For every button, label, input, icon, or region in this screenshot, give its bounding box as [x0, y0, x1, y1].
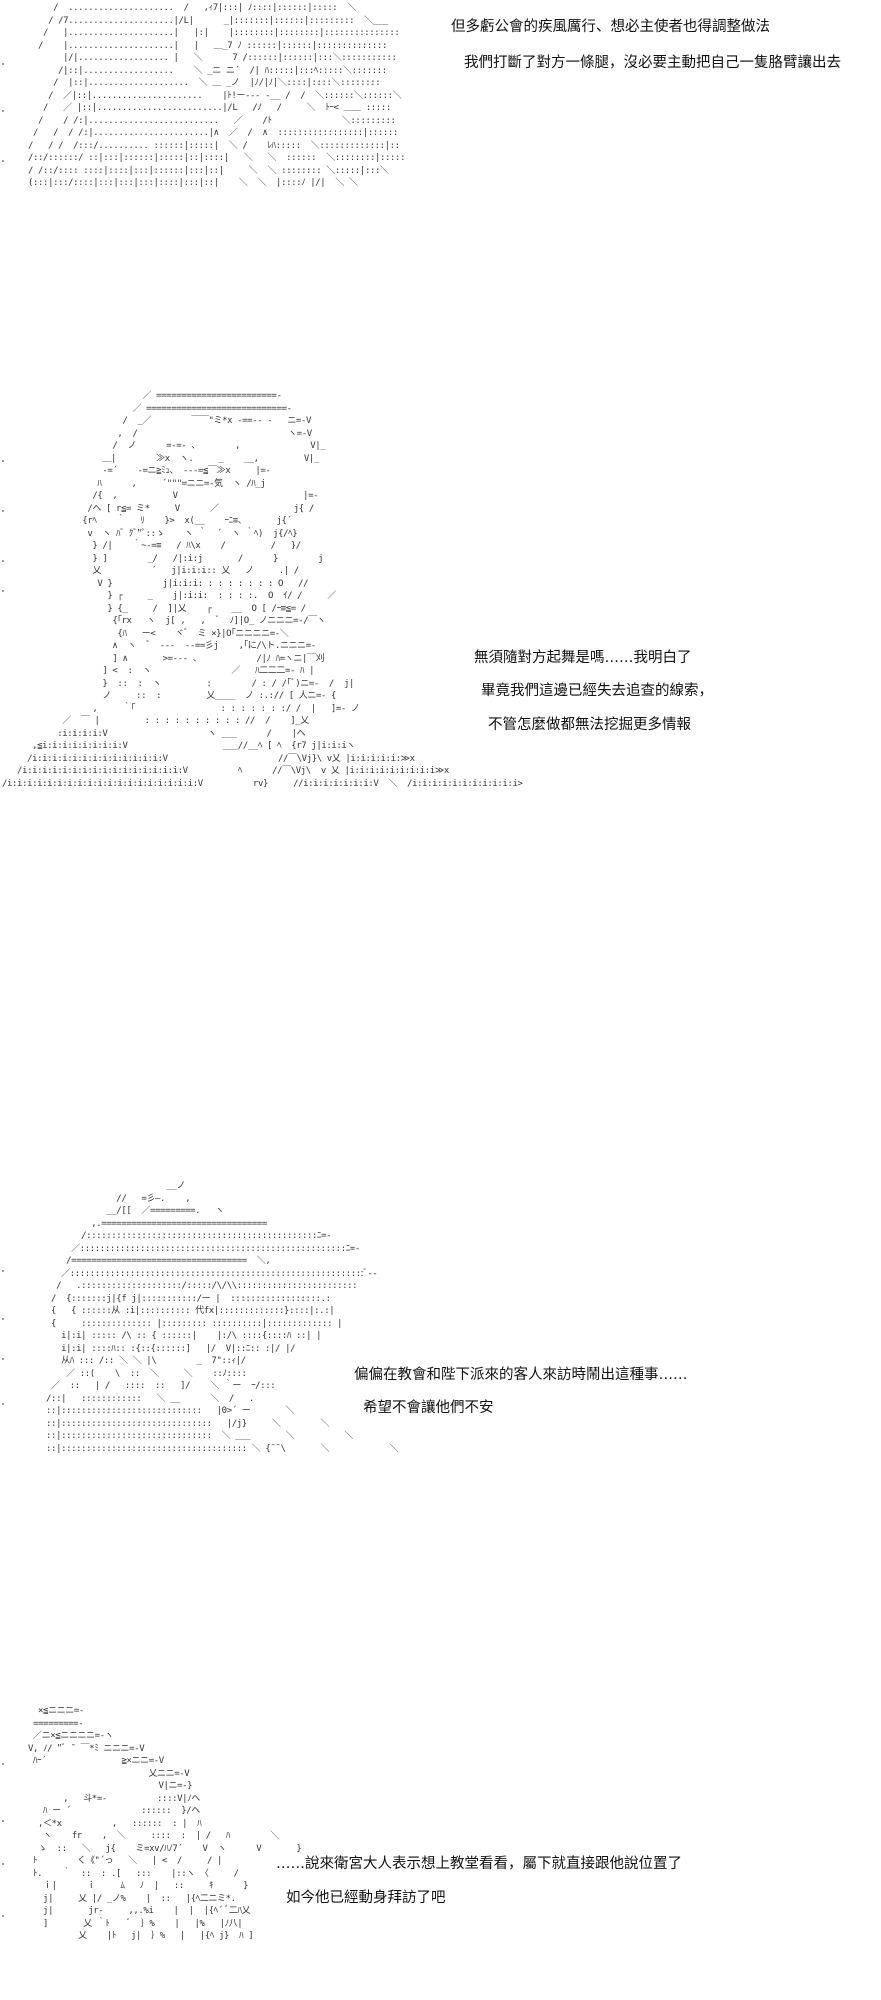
margin-dot	[2, 1915, 4, 1917]
ascii-art-figure-1: / ..................... / ,ｨ7|:::| ﾉ::::…	[28, 3, 406, 188]
margin-dot	[2, 560, 4, 562]
ascii-art-figure-2: ／ ========================- ／ ==========…	[2, 391, 523, 789]
panel-2: ／ ========================- ／ ==========…	[0, 390, 881, 1000]
margin-dot	[2, 510, 4, 512]
panel-3: __ノ // =彡—. , __/[[ ／=========. ヽ ,.====…	[0, 1180, 881, 1510]
ascii-art-figure-4: ×≦ニニニ=- =========- ／ニ×≦ニニニニ=-ヽ V, ﾉ/ "ﾞ …	[28, 1706, 302, 1941]
margin-dot	[2, 590, 4, 592]
dialogue-line: 無須隨對方起舞是嗎……我明白了	[474, 650, 692, 666]
margin-dot	[2, 1270, 4, 1272]
ascii-art-figure-3: __ノ // =彡—. , __/[[ ／=========. ヽ ,.====…	[46, 1181, 399, 1454]
margin-dot	[2, 1358, 4, 1360]
margin-dot	[2, 160, 4, 162]
dialogue-line: 畢竟我們這邊已經失去追查的線索，	[481, 683, 713, 699]
margin-dot	[2, 110, 4, 112]
panel-1: / ..................... / ,ｨ7|:::| ﾉ::::…	[0, 0, 881, 240]
dialogue-line: 偏偏在教會和陛下派來的客人來訪時鬧出這種事……	[354, 1367, 688, 1383]
dialogue-line: 如今他已經動身拜訪了吧	[286, 1890, 446, 1906]
dialogue-line: 我們打斷了對方一條腿，沒必要主動把自己一隻胳臂讓出去	[464, 55, 841, 71]
margin-dot	[2, 1863, 4, 1865]
margin-dot	[2, 1820, 4, 1822]
margin-dot	[2, 460, 4, 462]
dialogue-line: 不管怎麼做都無法挖掘更多情報	[488, 717, 691, 733]
dialogue-line: ……說來衛宮大人表示想上教堂看看，屬下就直接跟他說位置了	[276, 1856, 682, 1872]
panel-4: ×≦ニニニ=- =========- ／ニ×≦ニニニニ=-ヽ V, ﾉ/ "ﾞ …	[0, 1705, 881, 2000]
dialogue-line: 但多虧公會的疾風厲行、想必主使者也得調整做法	[451, 19, 770, 35]
margin-dot	[2, 1318, 4, 1320]
margin-dot	[2, 63, 4, 65]
margin-dot	[2, 1403, 4, 1405]
dialogue-line: 希望不會讓他們不安	[363, 1400, 494, 1416]
margin-dot	[2, 1763, 4, 1765]
